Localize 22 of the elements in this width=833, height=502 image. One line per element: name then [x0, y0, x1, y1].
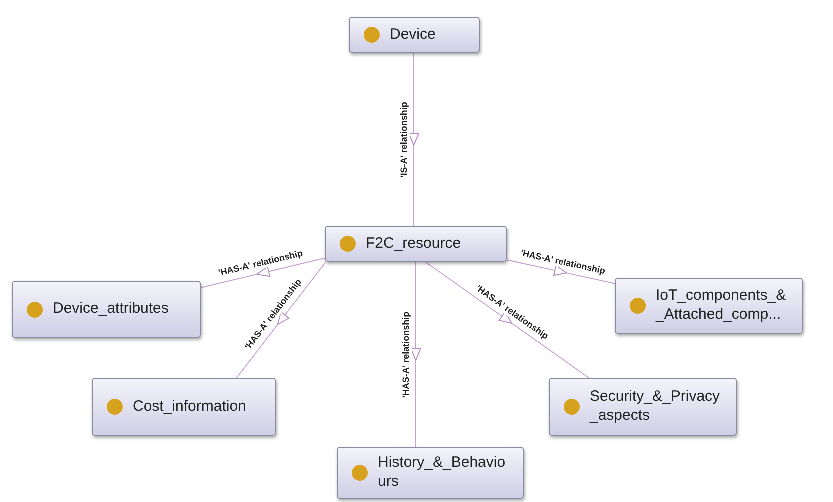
- class-name: Security_&_Privacy_aspects: [590, 388, 722, 426]
- class-name: Device: [390, 26, 436, 44]
- class-box: [325, 226, 507, 262]
- class-name: History_&_Behaviours: [378, 454, 507, 492]
- arrow: [236, 262, 327, 378]
- arrow: [410, 262, 422, 448]
- class-box: [615, 278, 803, 334]
- class-name: Cost_information: [133, 398, 246, 416]
- arrow: [200, 258, 326, 288]
- class-box: [92, 378, 276, 436]
- class-name: F2C_resource: [366, 234, 462, 254]
- arrow: [506, 260, 616, 284]
- class-name: IoT_components_&_Attached_comp...: [656, 287, 788, 325]
- arrow: [424, 262, 590, 378]
- class-box: [349, 17, 480, 53]
- edge-label: 'HAS-A' relationship: [402, 310, 412, 399]
- class-box: [549, 378, 737, 436]
- class-name: Device_attributes: [53, 300, 169, 319]
- class-box: [12, 281, 201, 338]
- class-box: [337, 447, 524, 499]
- edge-label: 'IS-A' relationship: [400, 100, 410, 178]
- arrow: [408, 52, 420, 226]
